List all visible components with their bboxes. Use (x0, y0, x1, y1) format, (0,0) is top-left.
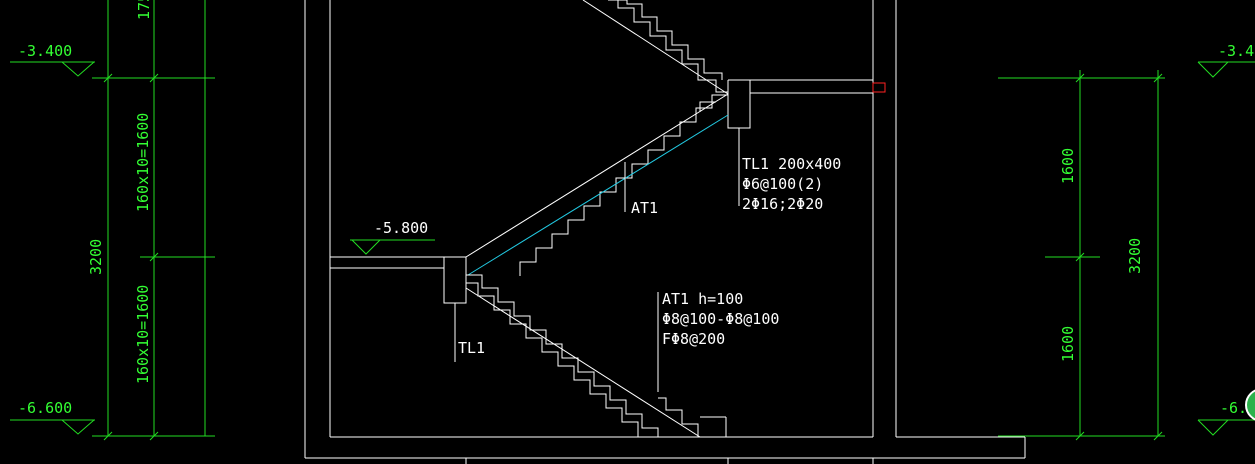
upper-landing-slab (750, 79, 886, 94)
beam-top-label-3: 2Φ16;2Φ20 (742, 195, 823, 213)
flight-upper-label: AT1 (631, 199, 658, 217)
elevation-marker-top-right: -3.400 (1197, 42, 1255, 78)
elevation-top-left-label: -3.400 (18, 42, 72, 60)
dim-total-left: 3200 (87, 239, 105, 275)
dim-top-partial: 175 (135, 0, 153, 20)
upper-flight-steps (519, 94, 728, 276)
left-dimension-system: -3.400 -6.600 175 160x10=1600 160x10=160… (10, 0, 215, 441)
top-beam-annotation: TL1 200x400 Φ6@100(2) 2Φ16;2Φ20 (742, 155, 841, 213)
elevation-marker-landing: -5.800 (350, 219, 435, 255)
dim-right-lower: 1600 (1059, 326, 1077, 362)
elevation-bottom-left-label: -6.600 (18, 399, 72, 417)
elevation-marker-bottom-left: -6.600 (10, 399, 95, 435)
middle-landing: -5.800 (330, 93, 729, 362)
dim-total-right: 3200 (1126, 238, 1144, 274)
flight-lower-label-1: AT1 h=100 (662, 290, 743, 308)
upper-flight-soffit-hidden (467, 114, 729, 276)
dim-upper-flight: 160x10=1600 (134, 113, 152, 212)
elevation-top-right-label: -3.400 (1218, 42, 1255, 60)
scroll-button[interactable] (1245, 389, 1255, 421)
beam-bottom-label: TL1 (458, 339, 485, 357)
wall-outlines (304, 0, 1026, 464)
dim-lower-flight: 160x10=1600 (134, 285, 152, 384)
selection-marker (872, 82, 886, 93)
top-beam-tl1 (727, 79, 751, 206)
elevation-landing-label: -5.800 (374, 219, 428, 237)
dim-right-upper: 1600 (1059, 148, 1077, 184)
right-dimension-system: -3.400 -6.60 1600 1600 3200 (998, 42, 1255, 441)
flight-lower-label-3: FΦ8@200 (662, 330, 725, 348)
scroll-button-circle[interactable] (1245, 389, 1255, 421)
beam-top-label-1: TL1 200x400 (742, 155, 841, 173)
lower-flight-annotation: AT1 h=100 Φ8@100-Φ8@100 FΦ8@200 (662, 290, 779, 348)
beam-top-label-2: Φ6@100(2) (742, 175, 823, 193)
lower-flight (465, 274, 727, 438)
flight-lower-label-2: Φ8@100-Φ8@100 (662, 310, 779, 328)
upper-flight-top-portion (582, 0, 729, 95)
elevation-marker-top-left: -3.400 (10, 42, 95, 77)
